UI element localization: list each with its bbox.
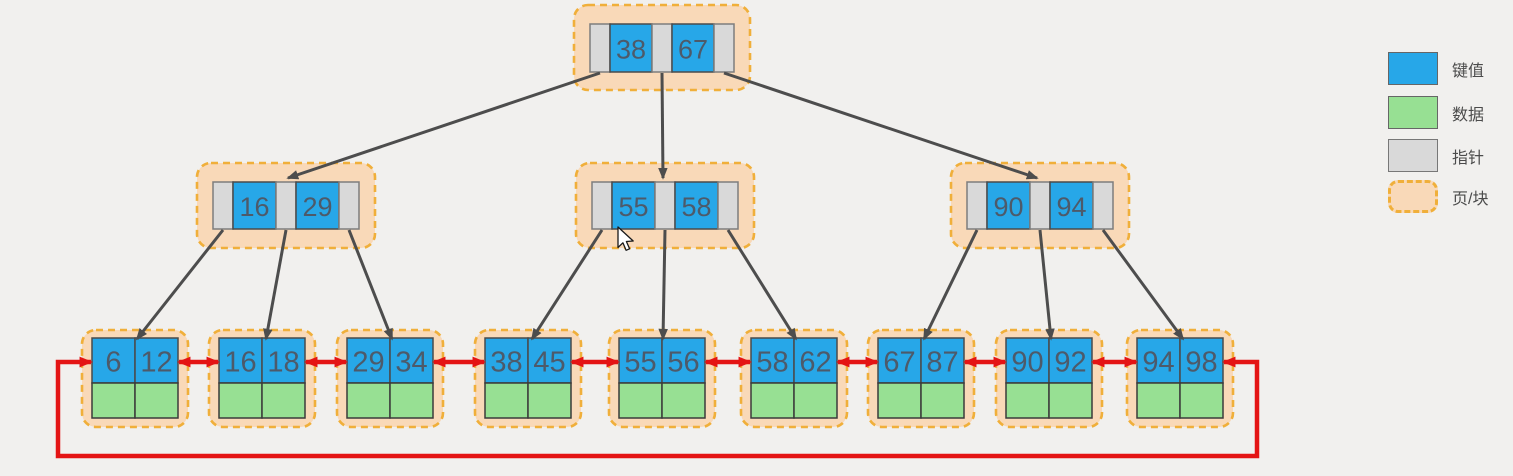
key-value: 94 (1142, 347, 1174, 379)
mouse-cursor (617, 226, 634, 251)
data-cell (793, 382, 838, 419)
data-cell (1179, 382, 1224, 419)
key-value: 29 (352, 347, 384, 379)
pointer-cell (275, 181, 297, 230)
data-cell (389, 382, 434, 419)
pointer-cell (591, 181, 613, 230)
key-cell (674, 181, 719, 230)
data-cell (346, 382, 391, 419)
leaf-node-8: 94 98 (1125, 328, 1235, 429)
pointer-cell (1092, 181, 1114, 230)
leaf-node-5: 58 62 (739, 328, 849, 429)
pointer-cell (713, 23, 735, 73)
key-value: 16 (239, 192, 269, 222)
key-value: 16 (224, 347, 256, 379)
data-cell (484, 382, 529, 419)
key-cell (986, 181, 1031, 230)
pointer-cell (1029, 181, 1051, 230)
leaf-node-0: 6 12 (80, 328, 190, 429)
key-cell (295, 181, 340, 230)
data-cell (91, 382, 136, 419)
key-cell (232, 181, 277, 230)
key-value: 38 (616, 34, 646, 64)
data-cell (750, 382, 795, 419)
data-cell (134, 382, 179, 419)
key-value: 98 (1185, 347, 1217, 379)
data-cell (1136, 382, 1181, 419)
key-value: 18 (267, 347, 299, 379)
leaf-node-2: 29 34 (335, 328, 445, 429)
pointer-cell (717, 181, 739, 230)
key-cell (671, 23, 715, 73)
internal-node-2: 90 94 (949, 161, 1131, 250)
data-cell (618, 382, 663, 419)
internal-node-1: 55 58 (574, 161, 756, 250)
key-value: 56 (667, 347, 699, 379)
data-cell (920, 382, 965, 419)
key-value: 67 (883, 347, 915, 379)
data-cell (527, 382, 572, 419)
data-cell (218, 382, 263, 419)
tree-pointer-arrow (726, 229, 798, 341)
data-cell (1005, 382, 1050, 419)
pointer-cell (651, 23, 673, 73)
leaf-link-layer (55, 356, 1260, 459)
tree-arrow-layer (135, 71, 1185, 341)
key-cell (1049, 181, 1094, 230)
pointer-cell (654, 181, 676, 230)
leaf-node-4: 55 56 (607, 328, 717, 429)
key-value: 55 (624, 347, 656, 379)
tree-pointer-arrow (135, 229, 225, 341)
key-value: 6 (105, 347, 121, 379)
tree-pointer-arrow (530, 229, 604, 341)
tree-pointer-arrow (1038, 229, 1055, 341)
key-value: 29 (302, 192, 332, 222)
key-value: 58 (681, 192, 711, 222)
tree-pointer-arrow (658, 229, 668, 341)
key-value: 12 (140, 347, 172, 379)
data-cell (261, 382, 306, 419)
key-value: 34 (395, 347, 427, 379)
tree-pointer-arrow (658, 72, 668, 180)
tree-pointer-arrow (263, 229, 288, 341)
data-cell (1048, 382, 1093, 419)
tree-pointer-arrow (286, 71, 601, 180)
key-value: 55 (618, 192, 648, 222)
key-value: 58 (756, 347, 788, 379)
tree-pointer-arrow (347, 229, 394, 341)
key-value: 62 (799, 347, 831, 379)
root-node: 38 67 (572, 3, 752, 92)
key-value: 38 (490, 347, 522, 379)
key-value: 90 (993, 192, 1023, 222)
pointer-cell (589, 23, 611, 73)
key-value: 92 (1054, 347, 1086, 379)
key-value: 87 (926, 347, 958, 379)
key-value: 94 (1056, 192, 1086, 222)
key-value: 45 (533, 347, 565, 379)
leaf-node-7: 90 92 (994, 328, 1104, 429)
data-cell (877, 382, 922, 419)
leaf-node-6: 67 87 (866, 328, 976, 429)
tree-pointer-arrow (1101, 229, 1185, 341)
tree-pointer-arrow (922, 229, 979, 341)
key-value: 67 (678, 34, 708, 64)
key-cell (609, 23, 653, 73)
pointer-cell (338, 181, 360, 230)
pointer-cell (966, 181, 988, 230)
data-cell (661, 382, 706, 419)
pointer-cell (212, 181, 234, 230)
leaf-node-3: 38 45 (473, 328, 583, 429)
leaf-loop-link (55, 356, 1260, 459)
key-value: 90 (1011, 347, 1043, 379)
tree-pointer-arrow (723, 71, 1039, 180)
